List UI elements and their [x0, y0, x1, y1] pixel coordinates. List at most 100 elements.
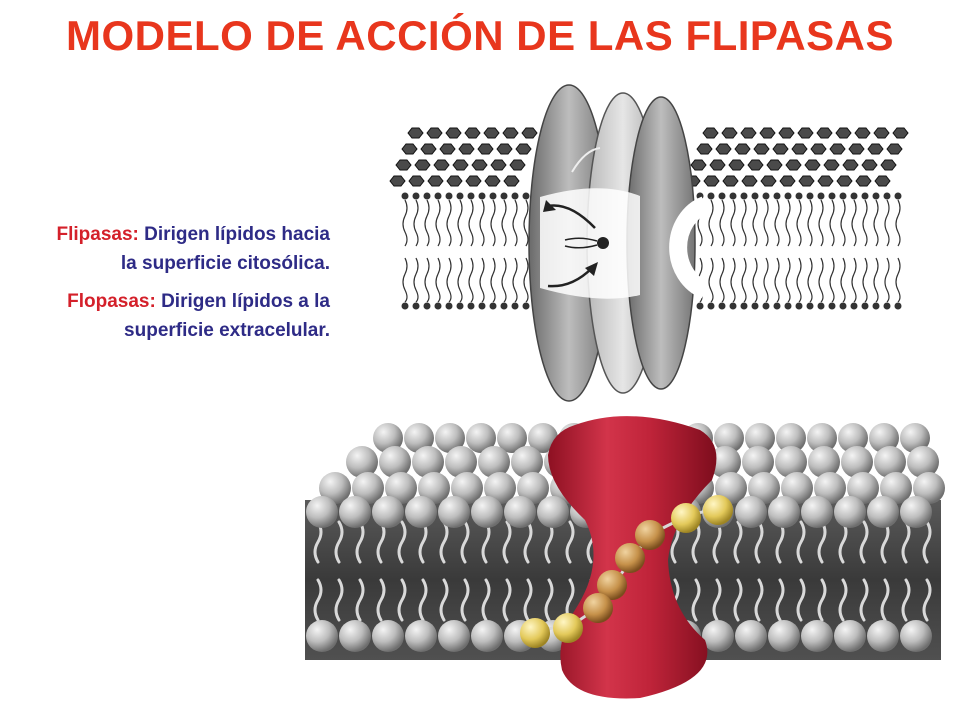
lipid-tail-3d [691, 578, 701, 622]
channel-curve-right [669, 196, 709, 299]
lipid-tail [446, 199, 452, 247]
lipid-heads-top [389, 127, 909, 187]
lipid-head [861, 302, 869, 310]
lipid-head [816, 127, 833, 139]
lipid-tail-3d [397, 520, 407, 564]
lipid-head-sphere [497, 423, 527, 453]
lipid-head [703, 175, 720, 187]
lipid-tail [851, 199, 857, 247]
lipid-head-sphere [847, 472, 879, 504]
lipid-tail-3d [502, 520, 512, 564]
lipid-head [798, 175, 815, 187]
lipid-tail [884, 257, 890, 303]
lipid-head-sphere [801, 620, 833, 652]
lipid-tail [851, 257, 857, 303]
lipid-tail [490, 257, 496, 303]
lipid-head-sphere [404, 423, 434, 453]
lipid-head [867, 143, 884, 155]
lipid-head-sphere [471, 496, 503, 528]
lipid-tail-3d [460, 520, 470, 564]
lipid-head [522, 302, 530, 310]
translocating-lipid-head [703, 495, 733, 525]
lipid-tail-3d [397, 578, 407, 622]
lipid-head-sphere [451, 472, 483, 504]
lipid-tail [730, 257, 736, 303]
lipid-tail [708, 257, 714, 303]
lipid-tail-3d [733, 578, 743, 622]
lipid-head-sphere [768, 496, 800, 528]
lipid-head-sphere [438, 496, 470, 528]
lipid-head [773, 302, 781, 310]
lipid-head [401, 143, 418, 155]
lipid-tail-3d [439, 578, 449, 622]
lipid-head [751, 302, 759, 310]
lipid-head-sphere [900, 620, 932, 652]
lipid-tail-3d [460, 578, 470, 622]
lipid-head-sphere [466, 423, 496, 453]
translocating-lipid-head [635, 520, 665, 550]
lipid-tail [512, 257, 518, 303]
lipid-head [439, 143, 456, 155]
desc-flipasas: Dirigen lípidos hacia la superficie cito… [120, 224, 330, 274]
lipid-head [762, 192, 770, 200]
lipid-tail-3d [880, 578, 890, 622]
lipid-head-sphere [339, 620, 371, 652]
lipid-head-sphere [484, 472, 516, 504]
lipid-tail-3d [418, 578, 428, 622]
lipid-head [690, 159, 707, 171]
lipid-head [722, 175, 739, 187]
lipid-head [522, 192, 530, 200]
lipid-head [511, 192, 519, 200]
lipid-head-sphere [869, 423, 899, 453]
lipid-tail [763, 257, 769, 303]
lipid-head-sphere [412, 446, 444, 478]
lipid-head [795, 302, 803, 310]
lipid-tail [763, 199, 769, 247]
lipid-head-sphere [745, 423, 775, 453]
lipid-head [707, 302, 715, 310]
lipid-tail [457, 199, 463, 247]
lipid-tail [873, 199, 879, 247]
lipid-tail-3d [334, 578, 344, 622]
lipid-head [861, 192, 869, 200]
lipid-tail [884, 199, 890, 247]
lipid-head [500, 302, 508, 310]
lipid-head [471, 159, 488, 171]
lipid-head [433, 159, 450, 171]
lipid-head [445, 192, 453, 200]
membrane-3d [305, 416, 945, 699]
lipid-head-sphere [405, 620, 437, 652]
transported-lipid-tail [564, 237, 598, 249]
lipid-head [797, 127, 814, 139]
lipid-tail [840, 257, 846, 303]
lipid-head [892, 127, 909, 139]
lipid-head-sphere [511, 446, 543, 478]
lipid-tail [413, 257, 419, 303]
lipid-tail [774, 199, 780, 247]
lipid-tail [468, 199, 474, 247]
lipid-head [426, 127, 443, 139]
lipid-head [886, 143, 903, 155]
lipid-tail-3d [313, 578, 323, 622]
lipid-head [778, 127, 795, 139]
flip-arrow-path [547, 204, 596, 229]
lipid-tail-3d [355, 578, 365, 622]
lipid-head [500, 192, 508, 200]
lipid-head [806, 302, 814, 310]
lipid-tail [490, 199, 496, 247]
up-arrow-path [571, 147, 601, 173]
lipid-head [478, 302, 486, 310]
lipid-tail-3d [733, 520, 743, 564]
lipid-head [696, 143, 713, 155]
lipid-tail-3d [502, 578, 512, 622]
lipid-head [502, 127, 519, 139]
lipid-head [839, 192, 847, 200]
lipid-head [806, 192, 814, 200]
lipid-head [489, 302, 497, 310]
term-flopasas: Flopasas: [67, 291, 156, 312]
lipid-head [784, 302, 792, 310]
lipid-tail-3d [565, 520, 575, 564]
lipid-head-sphere [801, 496, 833, 528]
lipid-tail-3d [376, 520, 386, 564]
lipid-tail-3d [901, 520, 911, 564]
